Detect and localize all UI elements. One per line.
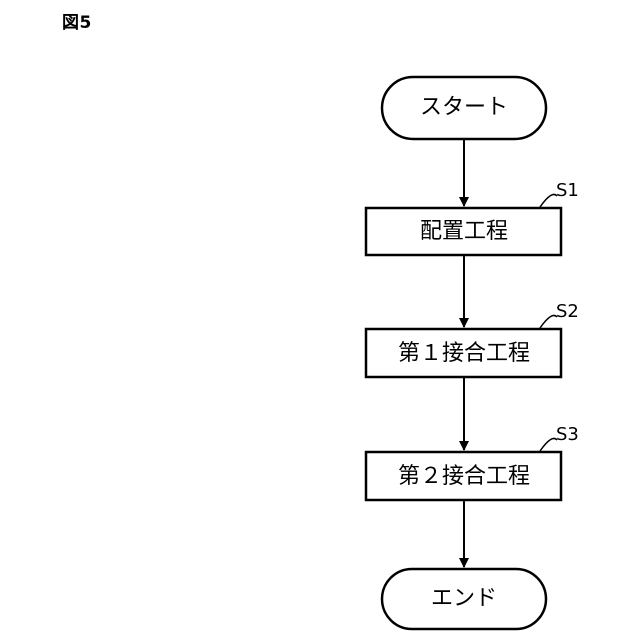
process-step-s1: 配置工程 S1 [366,180,579,255]
step-leader-s1 [540,194,557,207]
step-leader-s3 [540,438,557,451]
process-label-s2: 第１接合工程 [398,341,530,366]
step-id-s1: S1 [556,180,579,201]
end-terminator: エンド [382,569,546,629]
start-terminator: スタート [382,77,546,139]
process-step-s2: 第１接合工程 S2 [366,301,579,377]
step-id-s3: S3 [556,424,579,445]
process-step-s3: 第２接合工程 S3 [366,424,579,500]
process-label-s3: 第２接合工程 [398,464,530,489]
end-label: エンド [431,586,497,611]
step-leader-s2 [540,315,557,328]
step-id-s2: S2 [556,301,579,322]
start-label: スタート [420,95,508,120]
process-label-s1: 配置工程 [420,219,508,244]
